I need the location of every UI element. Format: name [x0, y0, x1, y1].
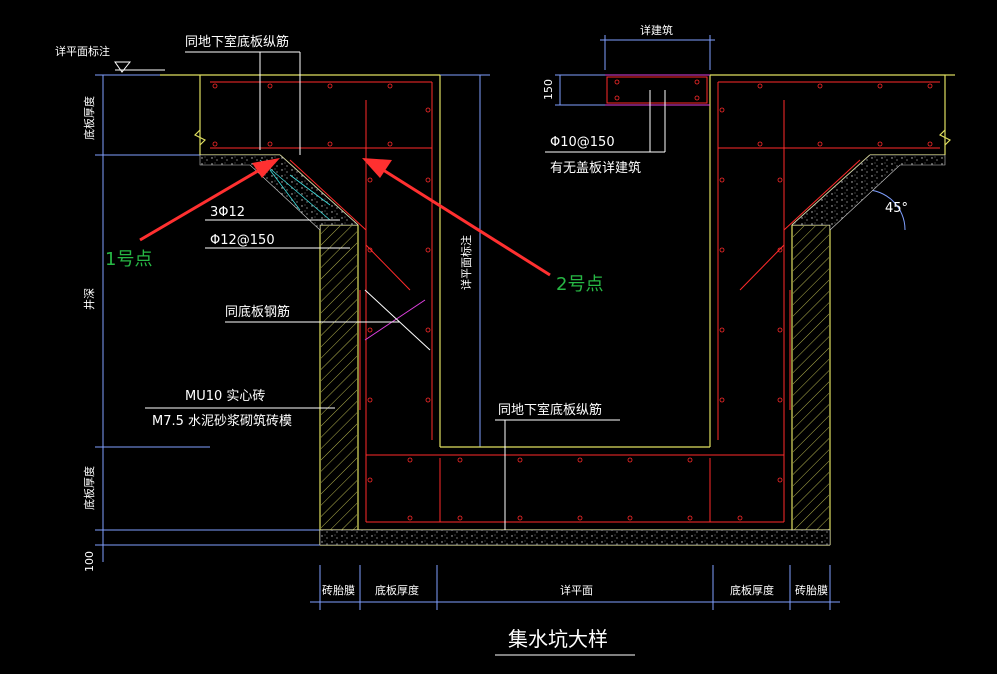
label-dim-150: 150 — [542, 79, 555, 100]
label-dim-100: 100 — [83, 551, 96, 572]
magenta-rebar — [364, 74, 710, 341]
rebar — [210, 76, 940, 523]
label-point-2: 2号点 — [556, 274, 603, 295]
arrow-point-2-head — [362, 158, 392, 178]
label-angle-45: 45° — [885, 201, 908, 216]
drawing-title: 集水坑大样 — [508, 627, 608, 651]
label-3phi12: 3Φ12 — [210, 205, 245, 220]
leader-lines — [115, 51, 666, 656]
label-brick-2: M7.5 水泥砂浆砌筑砖模 — [152, 413, 292, 429]
label-phi12-150: Φ12@150 — [210, 233, 275, 248]
label-top-rebar: 同地下室底板纵筋 — [185, 34, 289, 50]
cyan-rebar — [259, 159, 331, 221]
label-elev-note: 详平面标注 — [55, 44, 110, 58]
brick-walls — [321, 226, 829, 530]
label-bottom-brick-right: 砖胎膜 — [795, 583, 828, 597]
arrow-point-2-shaft — [379, 166, 551, 277]
label-slab-thickness-lower: 底板厚度 — [82, 466, 96, 510]
annotation-arrows — [139, 158, 551, 277]
label-brick-1: MU10 实心砖 — [185, 389, 265, 404]
label-detail-arch: 详建筑 — [640, 23, 673, 37]
arrow-point-1-head — [252, 158, 280, 178]
rebar-dots — [212, 79, 933, 521]
label-point-1: 1号点 — [105, 249, 152, 270]
label-cover-bar: Φ10@150 — [550, 135, 615, 150]
text-labels: 详平面标注 同地下室底板纵筋 底板厚度 3Φ12 Φ12@150 1号点 井深 … — [55, 23, 908, 651]
label-pit-depth: 井深 — [82, 288, 96, 310]
label-bottom-slab-right: 底板厚度 — [730, 583, 774, 597]
label-elev-note-vertical: 详平面标注 — [459, 235, 473, 290]
label-bottom-plan: 详平面 — [560, 583, 593, 597]
label-bottom-brick-left: 砖胎膜 — [322, 583, 355, 597]
label-bottom-slab-left: 底板厚度 — [375, 583, 419, 597]
elevation-triangle-icon — [114, 61, 132, 73]
label-same-slab-bar: 同底板钢筋 — [225, 304, 290, 320]
label-slab-thickness-left: 底板厚度 — [82, 96, 96, 140]
arrow-point-1-shaft — [139, 163, 269, 242]
label-cover-note: 有无盖板详建筑 — [550, 160, 641, 176]
dimension-lines — [95, 35, 906, 610]
cushion-layer — [199, 154, 946, 546]
label-bottom-rebar: 同地下室底板纵筋 — [498, 402, 602, 418]
